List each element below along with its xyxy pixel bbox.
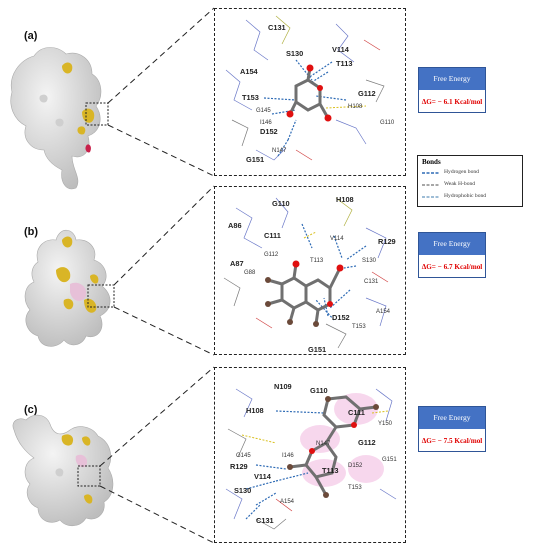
residue-label: D152 (332, 313, 350, 322)
bonds-legend: Bonds Hydrogen bond Weak H-bond Hydropho… (417, 155, 523, 207)
protein-surface-b (24, 229, 111, 347)
residue-label: R129 (378, 237, 396, 246)
zoom-box-a (85, 102, 109, 126)
residue-label: G145 (256, 108, 271, 114)
binding-detail-c: N109 G110 H108 C111 Y150 N147 G112 G145 … (225, 382, 397, 530)
residue-label: C131 (256, 516, 274, 525)
residue-label: G112 (358, 89, 376, 98)
legend-title: Bonds (422, 158, 441, 166)
zoom-line-a-bottom (107, 124, 215, 177)
binding-detail-b: G110 H108 A86 C111 V114 R129 A87 G112 S1… (223, 195, 396, 353)
protein-surface-a (10, 47, 102, 190)
residue-label: D152 (260, 127, 278, 136)
residue-label: G151 (382, 457, 397, 463)
residue-label: A154 (280, 499, 295, 505)
zoom-line-c-bottom (99, 485, 215, 544)
residue-label: G110 (272, 199, 290, 208)
residue-label: Y150 (378, 421, 393, 427)
residue-label: C131 (364, 279, 379, 285)
residue-label: A154 (240, 67, 259, 76)
ligand-b (266, 262, 342, 326)
free-energy-title: Free Energy (419, 233, 485, 255)
residue-label: H108 (336, 195, 354, 204)
zoom-box-b (87, 284, 115, 308)
binding-detail-a: C131 S130 V114 T113 A154 G112 T153 H108 … (225, 15, 395, 164)
residue-label: T113 (336, 59, 352, 68)
residue-label: N109 (274, 382, 292, 391)
protein-surface-c (12, 414, 114, 527)
residue-label: R129 (230, 462, 248, 471)
free-energy-title: Free Energy (419, 68, 485, 90)
residue-label: G110 (380, 120, 395, 126)
residue-label: S130 (362, 258, 377, 264)
residue-label: I146 (282, 453, 294, 459)
residue-label: C131 (268, 23, 286, 32)
residue-label: G110 (310, 386, 328, 395)
detail-box-a (214, 8, 406, 176)
panel-label-b: (b) (24, 226, 39, 238)
free-energy-box-b: Free Energy ΔG= − 6.7 Kcal/mol (418, 232, 486, 278)
residue-label: T153 (348, 485, 362, 491)
legend-item-label: Hydrogen bond (444, 169, 479, 175)
residue-label: N147 (316, 441, 331, 447)
zoom-line-a-top (107, 7, 215, 104)
panel-label-a: (a) (24, 30, 38, 42)
residue-label: I146 (260, 120, 272, 126)
residue-label: T153 (242, 93, 259, 102)
residue-label: G145 (236, 453, 251, 459)
hydrophobic-bond-swatch (422, 196, 440, 198)
free-energy-box-a: Free Energy ΔG= − 6.1 Kcal/mol (418, 67, 486, 113)
residue-label: A154 (376, 309, 391, 315)
residue-label: D152 (348, 463, 363, 469)
residue-label: G151 (246, 155, 264, 164)
panel-label-c: (c) (24, 404, 38, 416)
residue-label: G151 (308, 345, 326, 353)
residue-label: T113 (322, 466, 338, 475)
residue-label: C111 (264, 231, 281, 240)
residue-label: S130 (234, 486, 251, 495)
hydrogen-bond-swatch (422, 172, 440, 174)
residue-label: V114 (332, 45, 350, 54)
residue-label: N147 (272, 148, 287, 154)
free-energy-value: ΔG= − 6.1 Kcal/mol (421, 98, 483, 106)
legend-item-hydrophobic-bond: Hydrophobic bond (422, 192, 522, 202)
free-energy-value: ΔG= − 7.5 Kcal/mol (421, 437, 483, 445)
zoom-box-c (77, 465, 101, 487)
free-energy-value: ΔG= − 6.7 Kcal/mol (421, 263, 483, 271)
legend-item-hydrogen-bond: Hydrogen bond (422, 168, 522, 178)
residue-label: H108 (348, 104, 363, 110)
residue-label: H108 (246, 406, 264, 415)
residue-label: C111 (348, 408, 365, 417)
weak-h-bond-swatch (422, 184, 440, 186)
legend-item-label: Hydrophobic bond (444, 193, 487, 199)
zoom-line-b-bottom (113, 306, 215, 356)
residue-label: T113 (310, 258, 324, 264)
residue-label: G88 (244, 270, 256, 276)
residue-label: V114 (330, 236, 344, 242)
free-energy-title: Free Energy (419, 407, 485, 429)
zoom-line-c-top (99, 366, 215, 467)
residue-label: G112 (358, 438, 376, 447)
residue-label: A86 (228, 221, 242, 230)
residue-label: T153 (352, 324, 366, 330)
free-energy-box-c: Free Energy ΔG= − 7.5 Kcal/mol (418, 406, 486, 452)
residue-label: V114 (254, 472, 272, 481)
residue-label: G112 (264, 252, 279, 258)
zoom-line-b-top (113, 185, 215, 286)
residue-label: S130 (286, 49, 303, 58)
ligand-a (288, 66, 330, 120)
residue-label: A87 (230, 259, 244, 268)
legend-item-label: Weak H-bond (444, 181, 476, 187)
legend-item-weak-h-bond: Weak H-bond (422, 180, 522, 190)
